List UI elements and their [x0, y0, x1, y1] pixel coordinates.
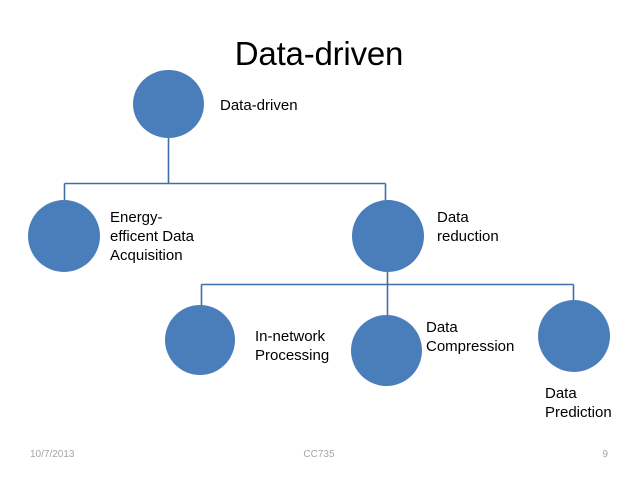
- node-label: In-network Processing: [255, 328, 330, 364]
- node-label: Data Prediction: [545, 385, 612, 421]
- node-label: Data Compression: [426, 319, 515, 355]
- footer-course-code: CC735: [303, 449, 335, 460]
- node-circle[interactable]: [352, 200, 424, 272]
- node-circle[interactable]: [538, 300, 610, 372]
- footer-page-number: 9: [602, 449, 608, 460]
- node-label: Data reduction: [437, 209, 499, 245]
- page-title: Data-driven: [234, 35, 404, 72]
- node-label: Energy- efficent Data Acquisition: [110, 209, 194, 264]
- connector-lines: [63, 137, 575, 316]
- node-circle[interactable]: [351, 315, 422, 386]
- node-circle[interactable]: [133, 70, 204, 138]
- footer-date: 10/7/2013: [30, 449, 75, 460]
- smartart-hierarchy-diagram[interactable]: Data-driven Energy- efficent Data Acquis…: [0, 0, 638, 440]
- node-label: Data-driven: [220, 97, 298, 114]
- node-circle[interactable]: [165, 305, 235, 375]
- node-circle[interactable]: [28, 200, 100, 272]
